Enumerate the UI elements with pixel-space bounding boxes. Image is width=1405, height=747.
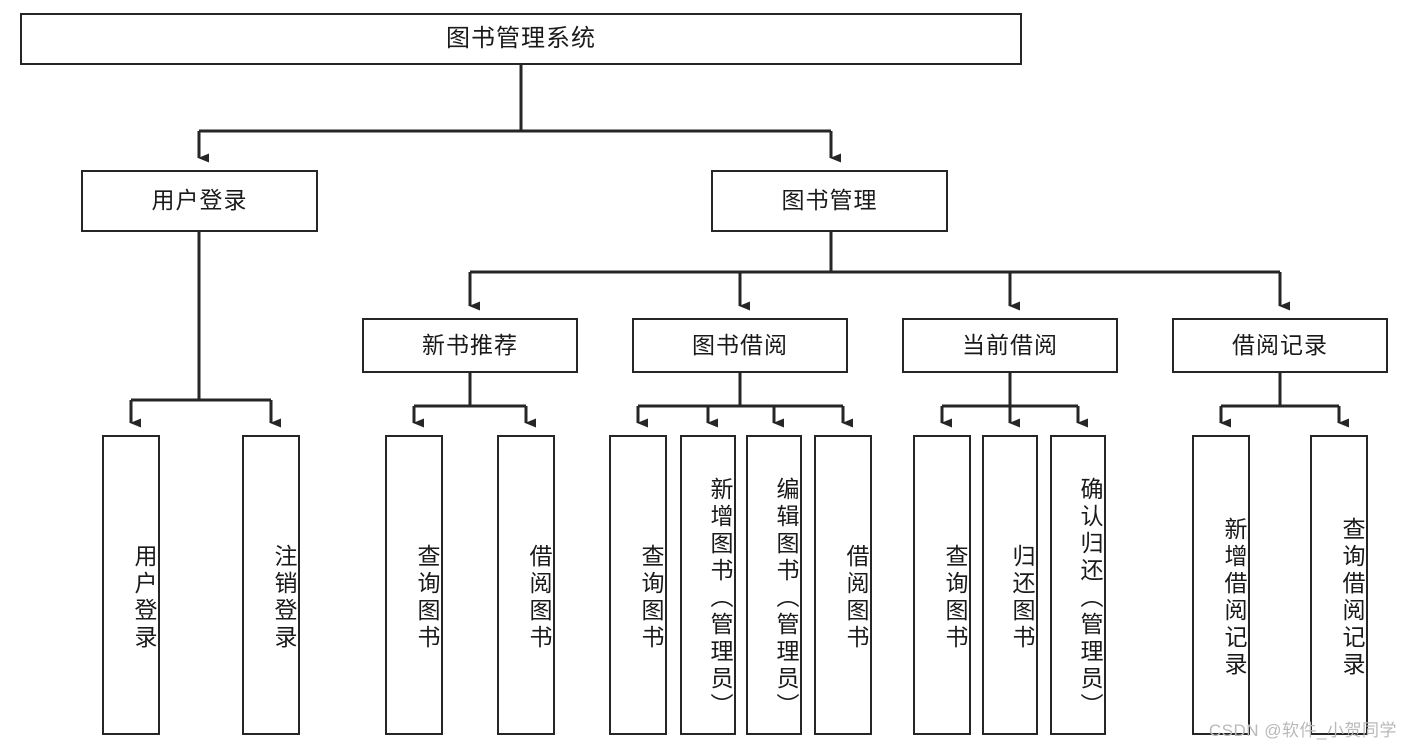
- leaf-current-return-book[interactable]: 归还图书: [982, 435, 1038, 735]
- leaf-newbook-borrow-book[interactable]: 借阅图书: [497, 435, 555, 735]
- leaf-user-login[interactable]: 用户登录: [102, 435, 160, 735]
- leaf-current-query-book[interactable]: 查询图书: [913, 435, 971, 735]
- node-book-borrow[interactable]: 图书借阅: [632, 318, 848, 373]
- leaf-record-query-borrow-record[interactable]: 查询借阅记录: [1310, 435, 1368, 735]
- leaf-borrow-edit-book-admin[interactable]: 编辑图书（管理员）: [746, 435, 802, 735]
- leaf-current-confirm-return-admin[interactable]: 确认归还（管理员）: [1050, 435, 1106, 735]
- leaf-record-add-borrow-record[interactable]: 新增借阅记录: [1192, 435, 1250, 735]
- leaf-borrow-query-book[interactable]: 查询图书: [609, 435, 667, 735]
- leaf-user-logout[interactable]: 注销登录: [242, 435, 300, 735]
- watermark-text: CSDN @软件_小贺同学: [1208, 721, 1397, 740]
- leaf-borrow-borrow-book[interactable]: 借阅图书: [814, 435, 872, 735]
- node-new-book-recommend[interactable]: 新书推荐: [362, 318, 578, 373]
- leaf-newbook-query-book[interactable]: 查询图书: [385, 435, 443, 735]
- node-current-borrow[interactable]: 当前借阅: [902, 318, 1118, 373]
- node-book-management[interactable]: 图书管理: [711, 170, 948, 232]
- leaf-borrow-add-book-admin[interactable]: 新增图书（管理员）: [680, 435, 736, 735]
- node-borrow-record[interactable]: 借阅记录: [1172, 318, 1388, 373]
- node-root[interactable]: 图书管理系统: [20, 13, 1022, 65]
- node-user-login[interactable]: 用户登录: [81, 170, 318, 232]
